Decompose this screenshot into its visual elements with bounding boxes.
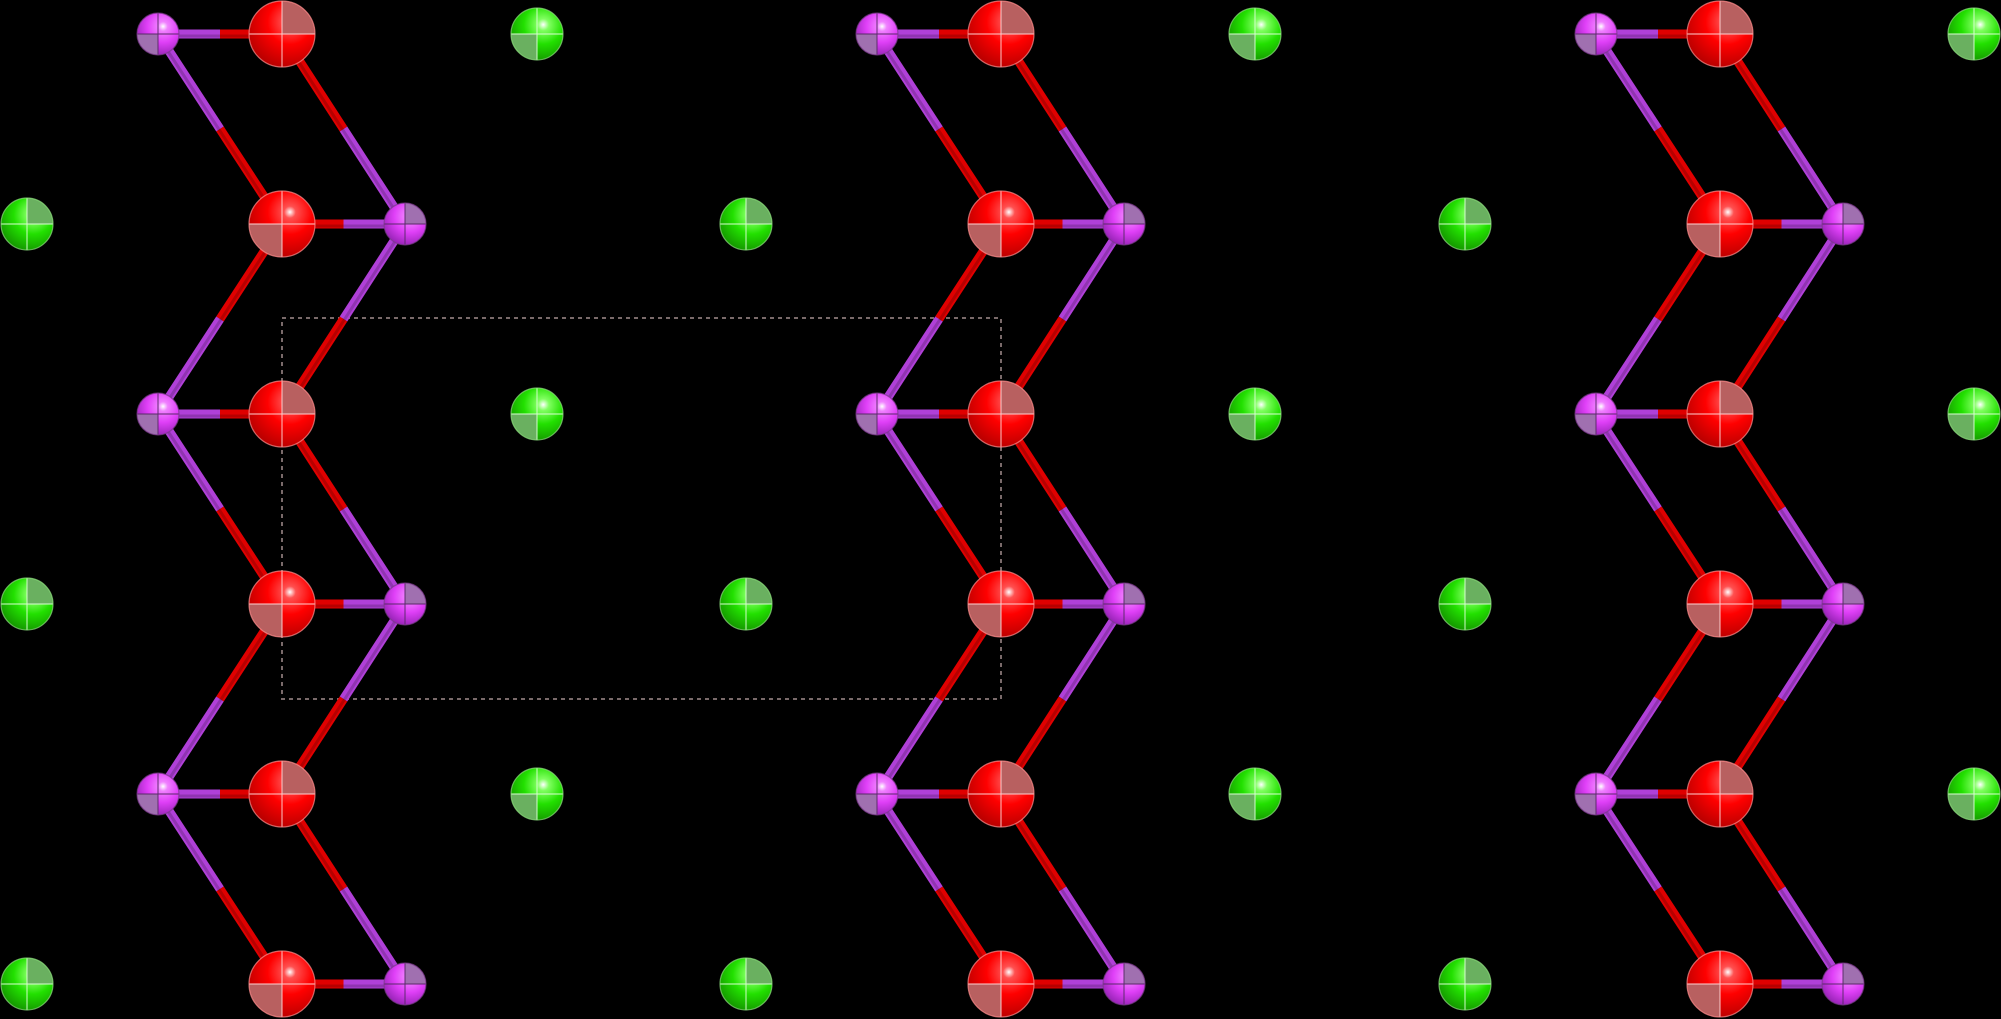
oxygen-atom xyxy=(248,950,316,1018)
purple-atom xyxy=(1102,202,1146,246)
purple-atom xyxy=(1574,392,1618,436)
purple-atom xyxy=(1821,582,1865,626)
purple-atom xyxy=(1821,962,1865,1006)
green-atom xyxy=(1438,957,1492,1011)
green-atom xyxy=(1947,767,2001,821)
green-atom xyxy=(510,7,564,61)
green-atom xyxy=(1228,7,1282,61)
oxygen-atom xyxy=(1686,380,1754,448)
oxygen-atom xyxy=(1686,760,1754,828)
oxygen-atom xyxy=(1686,570,1754,638)
oxygen-atom xyxy=(967,570,1035,638)
oxygen-atom xyxy=(1686,190,1754,258)
bonds-layer xyxy=(154,29,1847,989)
purple-atom xyxy=(1821,202,1865,246)
oxygen-atom xyxy=(967,380,1035,448)
unit-cell-box xyxy=(281,317,1002,700)
green-atom xyxy=(719,197,773,251)
green-atom xyxy=(1438,197,1492,251)
oxygen-atom xyxy=(1686,950,1754,1018)
green-atom xyxy=(1947,7,2001,61)
green-atom xyxy=(0,957,54,1011)
oxygen-atom xyxy=(967,950,1035,1018)
oxygen-atom xyxy=(967,190,1035,258)
purple-atom xyxy=(383,202,427,246)
purple-atom xyxy=(855,392,899,436)
oxygen-atom xyxy=(248,760,316,828)
green-atom xyxy=(1228,387,1282,441)
purple-atom xyxy=(855,772,899,816)
purple-atom xyxy=(136,12,180,56)
green-atom xyxy=(510,387,564,441)
purple-atom xyxy=(383,582,427,626)
green-atom xyxy=(1228,767,1282,821)
purple-atom xyxy=(1102,582,1146,626)
oxygen-atom xyxy=(248,0,316,68)
green-atom xyxy=(1438,577,1492,631)
unit-cell-outline xyxy=(281,317,1002,700)
oxygen-atom xyxy=(248,190,316,258)
purple-atom xyxy=(136,772,180,816)
purple-atom xyxy=(855,12,899,56)
purple-atom xyxy=(1102,962,1146,1006)
green-atom xyxy=(510,767,564,821)
oxygen-atom xyxy=(967,760,1035,828)
oxygen-atom xyxy=(248,570,316,638)
purple-atom xyxy=(1574,12,1618,56)
oxygen-atom xyxy=(248,380,316,448)
oxygen-atom xyxy=(967,0,1035,68)
oxygen-atom xyxy=(1686,0,1754,68)
green-atom xyxy=(0,197,54,251)
purple-atom xyxy=(136,392,180,436)
green-atom xyxy=(719,577,773,631)
purple-atom xyxy=(1574,772,1618,816)
green-atom xyxy=(719,957,773,1011)
green-atom xyxy=(0,577,54,631)
purple-atom xyxy=(383,962,427,1006)
green-atom xyxy=(1947,387,2001,441)
